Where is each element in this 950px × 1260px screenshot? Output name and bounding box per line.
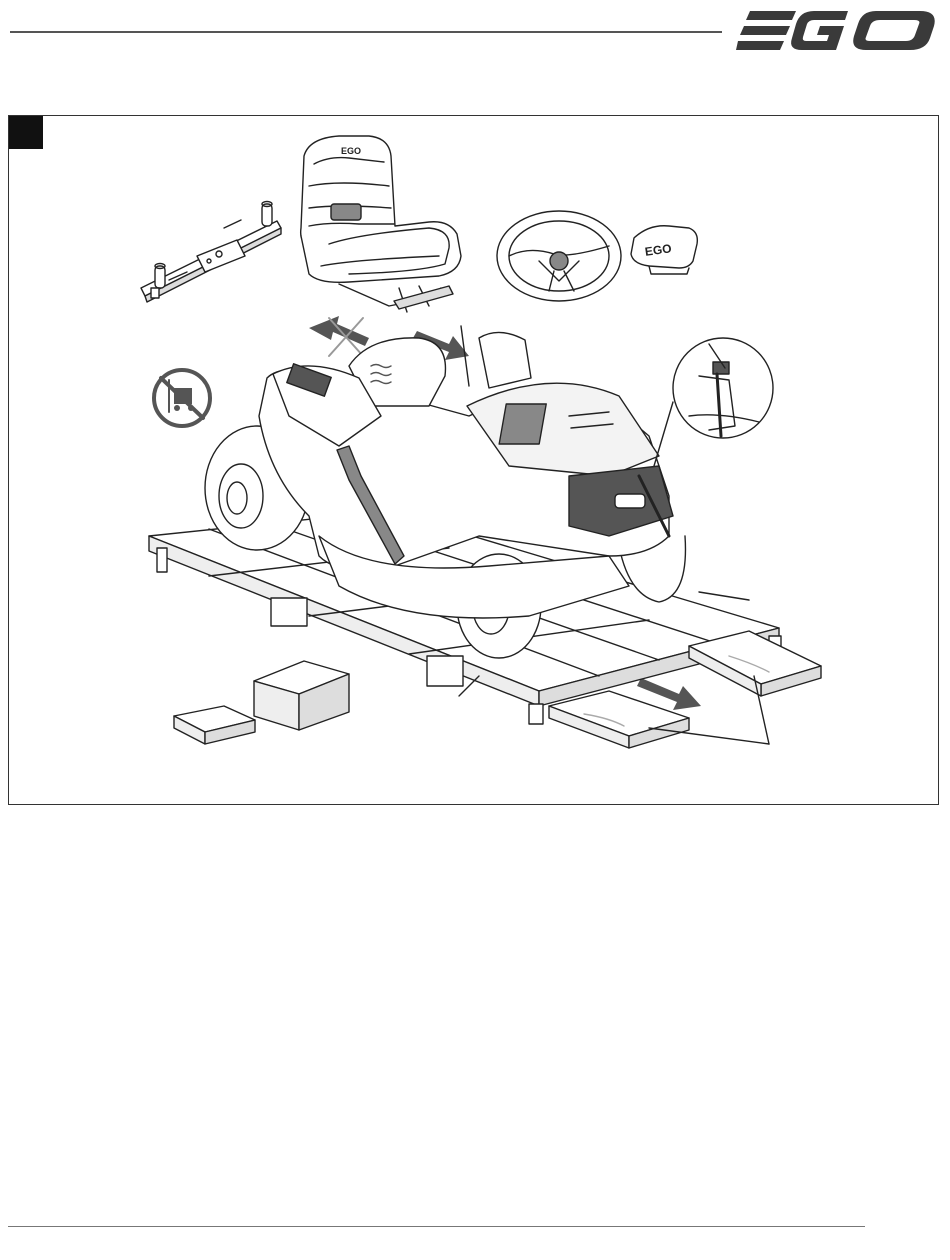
figure-frame: EGO EGO xyxy=(8,115,939,805)
header-rule xyxy=(10,31,722,33)
prohibited-lift-arrow xyxy=(309,316,369,356)
seat-bracket-icon xyxy=(141,202,281,303)
unpacking-illustration: EGO EGO xyxy=(9,116,940,806)
footer-rule xyxy=(8,1226,865,1227)
no-forklift-icon xyxy=(154,370,210,426)
seat-logo-text: EGO xyxy=(341,146,361,156)
box-icon xyxy=(174,661,349,744)
steering-wheel-icon xyxy=(497,211,621,301)
strap-detail-callout xyxy=(654,338,773,466)
steering-cap-icon: EGO xyxy=(631,226,697,274)
ego-logo xyxy=(736,8,940,54)
seat-icon: EGO xyxy=(301,136,461,312)
